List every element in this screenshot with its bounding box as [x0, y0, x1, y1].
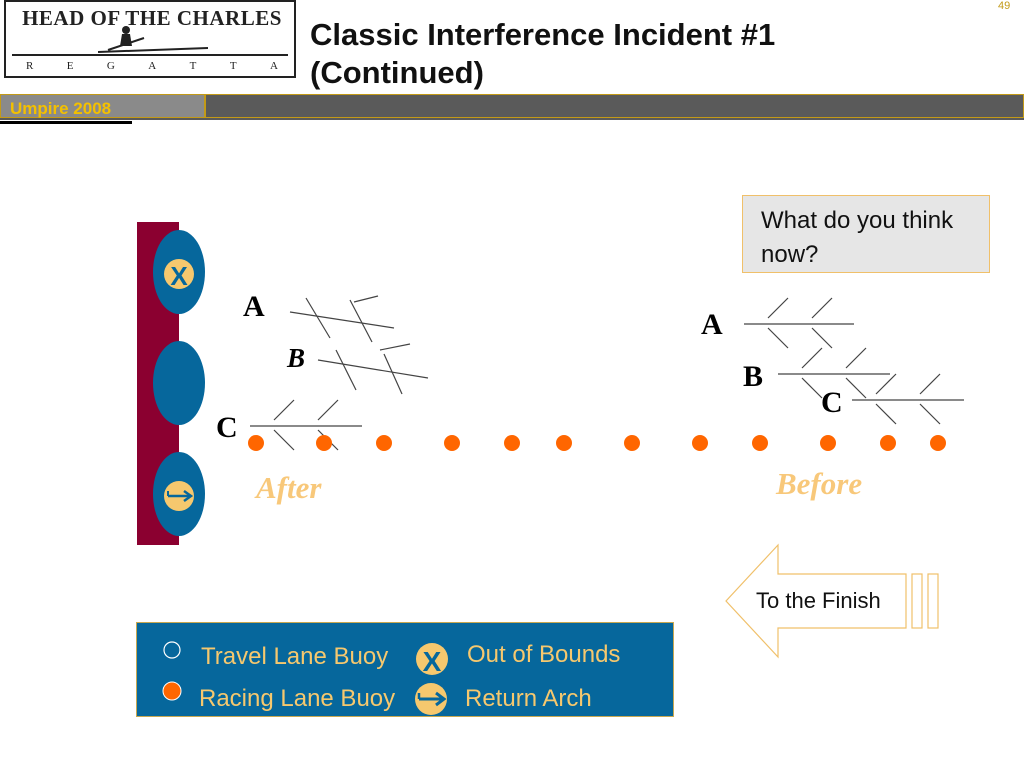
slide-title: Classic Interference Incident #1 (Contin… — [310, 16, 775, 92]
section-underline — [0, 121, 132, 124]
racing-lane-buoy — [556, 435, 572, 451]
racing-lane-buoy — [692, 435, 708, 451]
logo-letter: T — [229, 60, 237, 72]
legend-return-arch: Return Arch — [465, 685, 592, 712]
arch-blank — [153, 341, 205, 425]
header-band-left — [0, 94, 205, 118]
shell-before-b — [778, 347, 890, 399]
racing-lane-buoy — [316, 435, 332, 451]
finish-label: To the Finish — [756, 588, 881, 613]
x-icon-glyph: X — [170, 261, 188, 291]
shell-before-c — [852, 373, 964, 425]
racing-lane-buoy — [248, 435, 264, 451]
blank-circle-icon — [153, 341, 205, 425]
racing-lane-buoy — [820, 435, 836, 451]
section-label: Umpire 2008 — [10, 99, 112, 118]
page-number: 49 — [998, 0, 1011, 12]
x-icon: X — [416, 643, 448, 677]
finish-arrow — [725, 543, 939, 659]
before-boat-b-label: B — [743, 360, 764, 393]
logo-divider — [12, 54, 288, 56]
title-line-1: Classic Interference Incident #1 — [310, 17, 776, 52]
logo-letter: G — [106, 60, 115, 72]
logo-letter: R — [26, 60, 34, 72]
before-boat-c-label: C — [821, 386, 843, 419]
title-line-2: (Continued) — [310, 55, 484, 90]
legend-out-of-bounds: Out of Bounds — [467, 641, 621, 668]
shell-before-a — [744, 297, 854, 349]
head-of-the-charles-logo: HEAD OF THE CHARLES R E G A T T A — [4, 0, 296, 78]
after-label: After — [256, 470, 322, 505]
open-circle-icon — [163, 641, 181, 659]
logo-letter: E — [66, 60, 74, 72]
racing-lane-buoys — [248, 435, 946, 451]
logo-letter: A — [269, 60, 278, 72]
racing-lane-buoy — [444, 435, 460, 451]
x-icon — [164, 259, 194, 289]
logo-letter: A — [148, 60, 157, 72]
racing-lane-buoy — [930, 435, 946, 451]
question-callout: What do you think now? — [742, 195, 990, 273]
racing-lane-buoy — [752, 435, 768, 451]
arrow-right-icon — [415, 683, 447, 715]
rower-icon — [98, 26, 208, 53]
legend-racing-lane-buoy: Racing Lane Buoy — [199, 685, 396, 712]
logo-letter: T — [189, 60, 197, 72]
shell-after-a — [289, 295, 395, 343]
racing-lane-buoy — [504, 435, 520, 451]
before-label: Before — [776, 466, 863, 501]
shell-after-c — [250, 399, 362, 451]
racing-lane-buoy — [376, 435, 392, 451]
after-boat-c-label: C — [216, 411, 238, 444]
arch-out-of-bounds: X — [153, 230, 205, 314]
legend-travel-lane-buoy: Travel Lane Buoy — [201, 643, 389, 670]
shell-after-b — [317, 343, 429, 395]
after-boat-b-label: B — [287, 343, 306, 373]
svg-text:X: X — [423, 646, 442, 677]
logo-name: HEAD OF THE CHARLES — [22, 6, 282, 30]
legend: Travel Lane Buoy X Out of Bounds Racing … — [136, 622, 674, 717]
before-boat-a-label: A — [701, 308, 723, 341]
orange-dot-icon — [162, 681, 182, 701]
racing-lane-buoy — [880, 435, 896, 451]
logo-regatta: R E G A T T A — [10, 60, 294, 72]
arch-return — [153, 452, 205, 536]
after-boat-a-label: A — [243, 290, 265, 323]
racing-lane-buoy — [624, 435, 640, 451]
